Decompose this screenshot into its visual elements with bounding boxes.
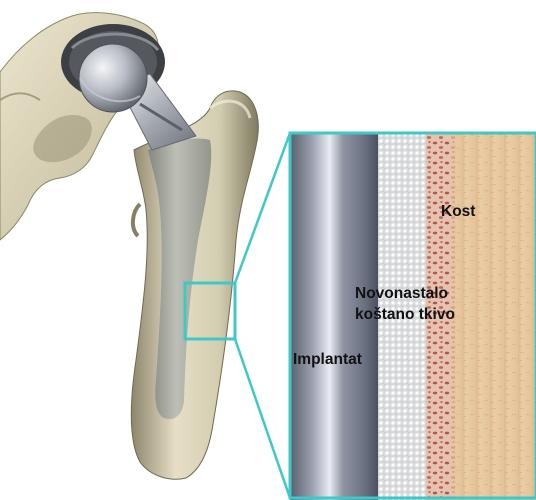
label-new-bone-line1: Novonastalo [355, 284, 448, 303]
label-bone: Kost [441, 202, 475, 221]
label-implant: Implantat [293, 350, 362, 369]
label-new-bone-line2: koštano tkivo [355, 305, 455, 324]
